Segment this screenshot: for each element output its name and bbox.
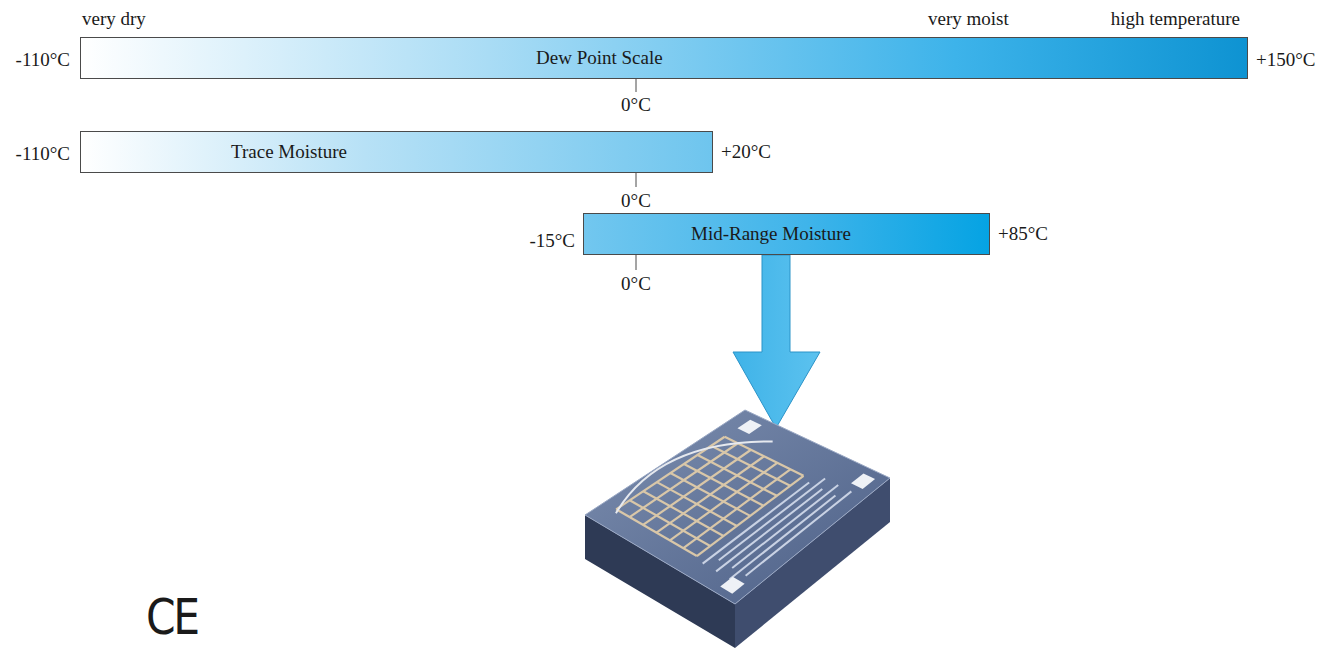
tick <box>636 173 637 187</box>
bar-label: Mid-Range Moisture <box>691 223 851 245</box>
range-bar: Dew Point Scale <box>80 37 1248 79</box>
tick <box>636 78 637 92</box>
temperature-value: 0°C <box>621 95 651 114</box>
range-bar: Mid-Range Moisture <box>583 213 990 255</box>
bond-pad <box>851 473 875 488</box>
bond-wire <box>616 442 773 514</box>
temperature-value: -15°C <box>529 231 575 250</box>
temperature-value: 0°C <box>621 191 651 210</box>
temperature-value: +20°C <box>721 142 771 161</box>
finger-line <box>716 489 822 571</box>
temperature-value: -110°C <box>16 50 70 69</box>
temperature-value: -110°C <box>16 144 70 163</box>
temperature-value: +85°C <box>998 224 1048 243</box>
scale-note: high temperature <box>1111 9 1240 28</box>
bond-pad <box>720 577 744 594</box>
finger-line <box>746 491 852 575</box>
range-bar: Trace Moisture <box>80 131 713 173</box>
temperature-value: +150°C <box>1256 50 1316 69</box>
tick <box>636 255 637 270</box>
scale-note: very dry <box>82 9 146 28</box>
ce-mark: CE <box>146 592 197 642</box>
scale-note: very moist <box>928 9 1009 28</box>
down-arrow <box>733 255 820 428</box>
bar-label: Dew Point Scale <box>536 47 663 69</box>
electrode-grid <box>616 437 803 556</box>
finger-line <box>732 485 838 568</box>
chip-top <box>585 410 890 604</box>
sensor-chip <box>585 410 890 648</box>
finger-electrodes <box>703 479 852 580</box>
electrode-line <box>643 450 751 525</box>
electrode-line <box>630 443 738 517</box>
bar-label: Trace Moisture <box>231 141 347 163</box>
electrode-line <box>656 456 764 532</box>
temperature-value: 0°C <box>621 274 651 293</box>
finger-line <box>730 496 836 580</box>
finger-line <box>719 479 825 561</box>
finger-line <box>703 482 809 563</box>
bond-pad <box>737 420 761 434</box>
